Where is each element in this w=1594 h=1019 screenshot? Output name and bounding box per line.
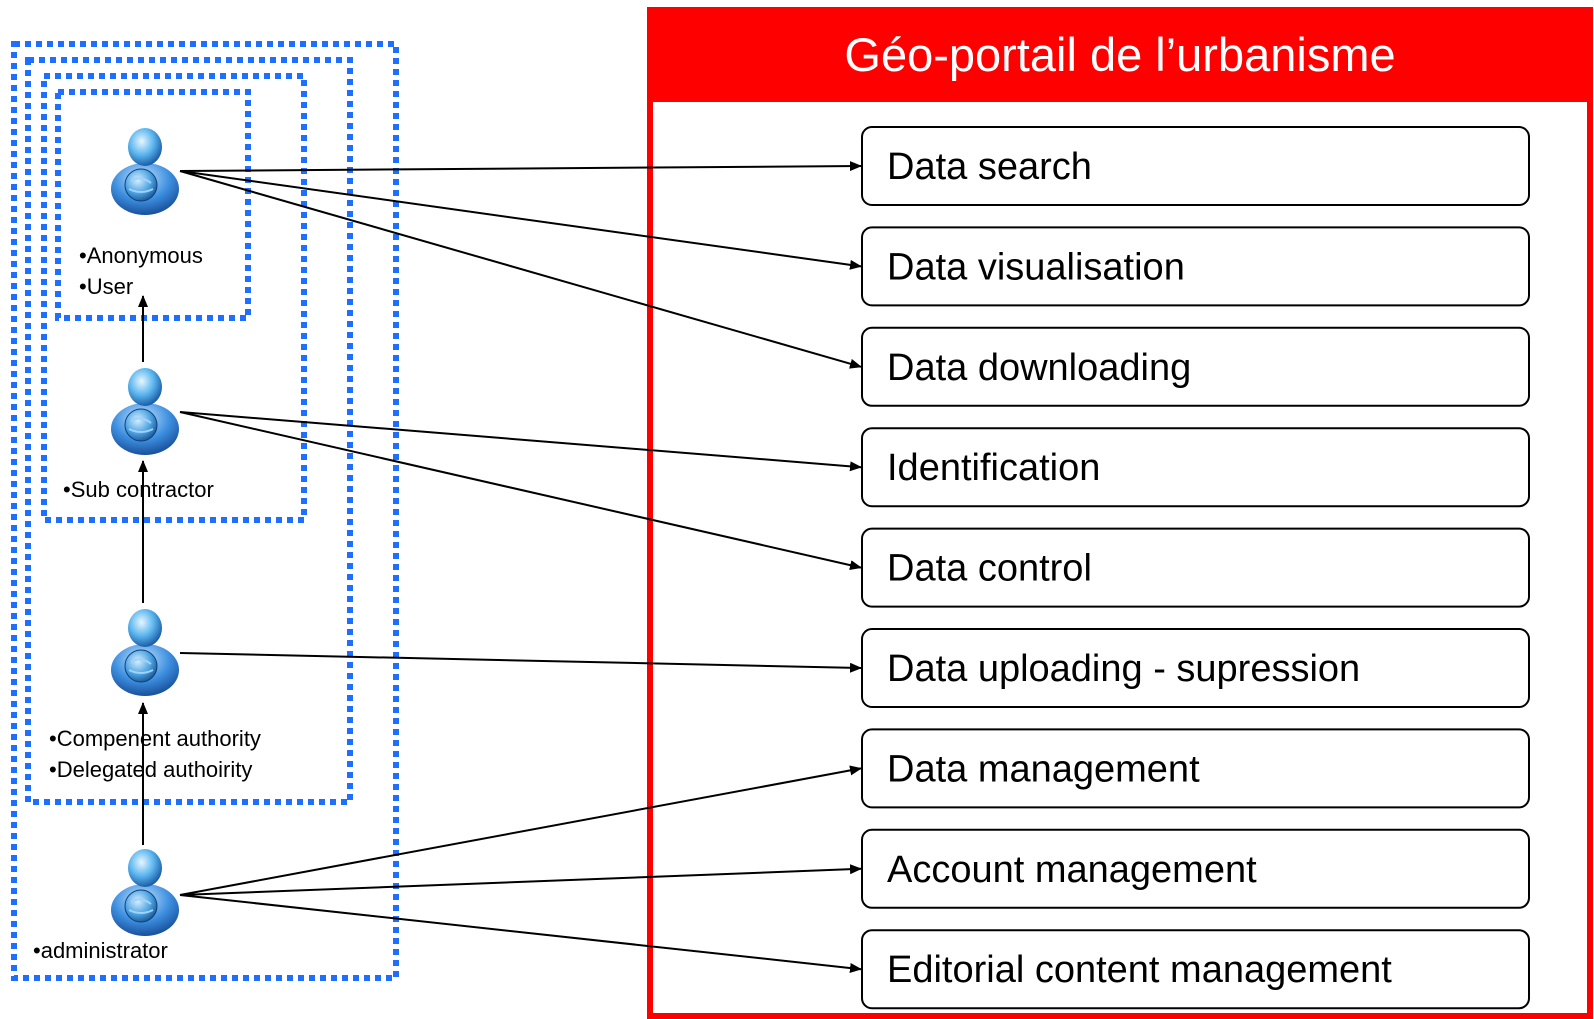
function-label: Data uploading - supression — [887, 648, 1360, 690]
function-label: Data management — [887, 748, 1200, 790]
group-anonymous-user — [55, 89, 251, 321]
function-box — [861, 226, 1530, 307]
connection-arrow — [179, 765, 862, 896]
function-account-management: Account management — [861, 828, 1530, 909]
function-identification: Identification — [861, 427, 1530, 508]
user-icon — [110, 848, 180, 937]
function-data-uploading: Data uploading - supression — [861, 628, 1530, 708]
actor-label: •Sub contractor — [63, 477, 214, 502]
connection-arrow — [179, 170, 862, 369]
actor-label: •Anonymous — [79, 243, 203, 268]
connection-arrow — [179, 864, 862, 896]
function-box — [861, 326, 1530, 407]
actor-anonymous-user: •Anonymous •User — [79, 127, 203, 299]
actor-list: •Anonymous •User •Sub contractor •Compenent… — [33, 127, 261, 963]
user-icon — [110, 127, 180, 216]
function-label: Data visualisation — [887, 246, 1185, 288]
function-label: Account management — [887, 849, 1257, 891]
connection-arrow — [179, 894, 862, 973]
function-data-visualisation: Data visualisation — [861, 226, 1530, 307]
function-label: Identification — [887, 447, 1100, 489]
function-label: Editorial content management — [887, 949, 1392, 991]
connection-arrows — [179, 161, 862, 973]
connection-arrow — [179, 161, 862, 172]
connection-arrow — [179, 411, 862, 571]
actor-label: •Delegated authoirity — [49, 757, 252, 782]
function-editorial-content-management: Editorial content management — [861, 929, 1530, 1010]
portal-title-bar — [650, 10, 1590, 102]
connection-arrow — [179, 411, 862, 472]
function-box — [861, 929, 1530, 1010]
function-label: Data search — [887, 146, 1092, 188]
group-administrator — [11, 41, 399, 981]
function-box — [861, 427, 1530, 508]
user-icon — [110, 608, 180, 697]
user-icon — [110, 367, 180, 456]
function-box — [861, 628, 1530, 708]
portal-title: Géo-portail de l’urbanisme — [844, 28, 1395, 81]
actor-sub-contractor: •Sub contractor — [63, 367, 214, 502]
connection-arrow — [179, 170, 862, 270]
function-data-management: Data management — [861, 728, 1530, 809]
function-label: Data downloading — [887, 347, 1191, 389]
group-competent-authority — [25, 57, 353, 805]
function-box — [861, 728, 1530, 809]
function-data-search: Data search — [861, 126, 1530, 206]
actor-label: •User — [79, 274, 133, 299]
connection-arrow — [179, 652, 862, 673]
actor-competent-authority: •Compenent authority •Delegated authoirit… — [49, 608, 261, 782]
function-box — [861, 527, 1530, 608]
function-box — [861, 828, 1530, 909]
actor-administrator: •administrator — [33, 848, 180, 963]
function-label: Data control — [887, 548, 1092, 590]
actor-label: •administrator — [33, 938, 168, 963]
function-box — [861, 126, 1530, 206]
function-data-control: Data control — [861, 527, 1530, 608]
function-data-downloading: Data downloading — [861, 326, 1530, 407]
actor-label: •Compenent authority — [49, 726, 261, 751]
